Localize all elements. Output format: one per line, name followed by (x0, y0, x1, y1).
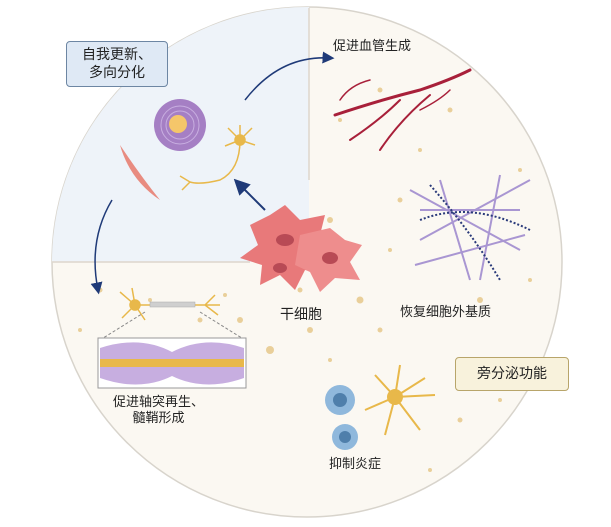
myelin-sheath-inset (97, 337, 247, 389)
neuron-icon (179, 125, 256, 191)
myelin-cell-icon (154, 99, 206, 151)
immune-cells-icon (325, 385, 358, 450)
arrow-to-angiogenesis (244, 51, 335, 101)
blood-vessel-icon (333, 68, 472, 151)
inflammation-label: 抑制炎症 (329, 457, 382, 472)
self-renewal-line-2: 多向分化 (89, 65, 145, 81)
ecm-fibers-icon (409, 174, 531, 281)
arrow-to-neuron (233, 178, 266, 211)
self-renewal-box: 自我更新、 多向分化 (66, 41, 168, 87)
self-renewal-line-1: 自我更新、 (82, 47, 152, 63)
axon-label: 促进轴突再生、 髓鞘形成 (113, 395, 204, 427)
paracrine-box: 旁分泌功能 (455, 357, 569, 391)
axon-label-line-1: 促进轴突再生、 (113, 395, 205, 410)
axon-neuron-icon (119, 287, 220, 321)
ecm-label: 恢复细胞外基质 (400, 305, 492, 320)
angiogenesis-label: 促进血管生成 (333, 39, 412, 54)
axon-label-line-2: 髓鞘形成 (132, 411, 185, 426)
astrocyte-icon (364, 364, 436, 436)
arrow-to-axon (90, 199, 113, 295)
stem-cell-label: 干细胞 (280, 307, 322, 323)
stem-cell-cluster-icon (240, 205, 362, 292)
